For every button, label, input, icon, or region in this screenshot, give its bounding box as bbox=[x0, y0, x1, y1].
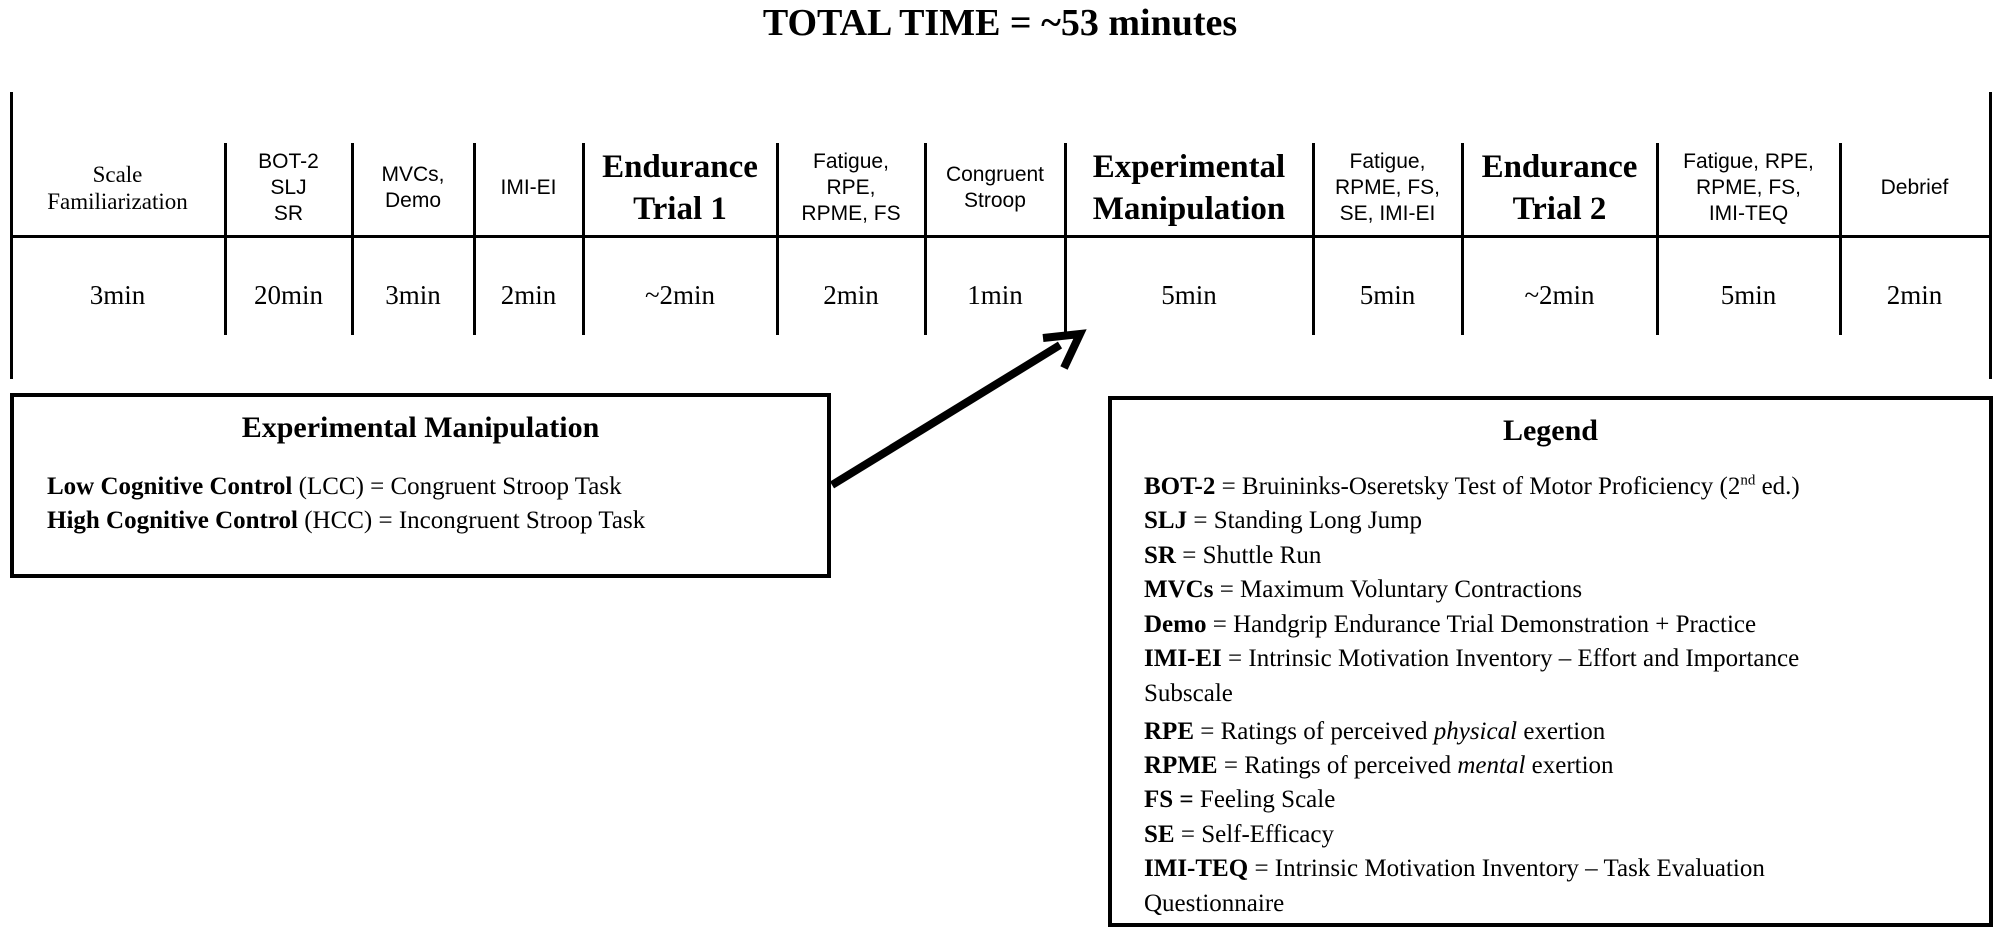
legend-item: Subscale bbox=[1144, 679, 1233, 707]
legend-item: Questionnaire bbox=[1144, 889, 1285, 917]
manipulation-title: Experimental Manipulation bbox=[241, 411, 600, 444]
timeline-step-header: Endurance Trial 2 bbox=[1481, 149, 1638, 227]
timeline-step-duration: 3min bbox=[89, 279, 146, 310]
timeline-end-bar bbox=[1989, 92, 1992, 379]
timeline-separator bbox=[1312, 143, 1315, 335]
timeline-step-header: MVCs, Demo bbox=[381, 163, 445, 212]
timeline-step-header: Fatigue, RPE, RPME, FS bbox=[801, 150, 901, 225]
timeline-step-header: Scale Familiarization bbox=[47, 162, 188, 214]
timeline-separator bbox=[1064, 143, 1067, 335]
timeline-step-duration: 5min bbox=[1720, 279, 1777, 310]
timeline-separator bbox=[1656, 143, 1659, 335]
timeline-step-duration: 20min bbox=[253, 279, 323, 310]
legend-item: FS = Feeling Scale bbox=[1144, 786, 1336, 813]
timeline-separator bbox=[473, 143, 476, 335]
timeline-step-header: Congruent Stroop bbox=[945, 163, 1045, 212]
manipulation-line-hcc: High Cognitive Control (HCC) = Incongrue… bbox=[47, 507, 646, 534]
timeline-step-duration: ~2min bbox=[644, 279, 716, 310]
legend-item: MVCs = Maximum Voluntary Contractions bbox=[1144, 576, 1583, 603]
timeline-separator bbox=[924, 143, 927, 335]
timeline-step-duration: 2min bbox=[500, 279, 557, 310]
timeline-step-duration: ~2min bbox=[1524, 279, 1595, 310]
timeline-separator bbox=[1839, 143, 1842, 335]
diagram-title: TOTAL TIME = ~53 minutes bbox=[762, 2, 1238, 44]
timeline-step-duration: 5min bbox=[1161, 279, 1217, 310]
timeline-separator bbox=[776, 143, 779, 335]
timeline-step-header: IMI-EI bbox=[500, 176, 557, 199]
timeline-start-bar bbox=[10, 92, 13, 379]
timeline-axis bbox=[10, 235, 1992, 238]
legend-item: IMI-TEQ = Intrinsic Motivation Inventory… bbox=[1144, 855, 1765, 882]
legend-item: SE = Self-Efficacy bbox=[1144, 820, 1334, 848]
legend-title: Legend bbox=[1502, 414, 1598, 447]
timeline-step-duration: 5min bbox=[1359, 279, 1416, 310]
legend-item-rpme: RPME = Ratings of perceived mental exert… bbox=[1144, 752, 1614, 779]
timeline-step-header: Debrief bbox=[1880, 176, 1949, 199]
timeline-step-duration: 1min bbox=[967, 279, 1023, 310]
timeline-separator bbox=[1461, 143, 1464, 335]
legend-item-rpe: RPE = Ratings of perceived physical exer… bbox=[1144, 718, 1606, 745]
manipulation-box: Experimental Manipulation Low Cognitive … bbox=[10, 393, 831, 578]
legend-item: Demo = Handgrip Endurance Trial Demonstr… bbox=[1144, 610, 1757, 638]
timeline-step-duration: 2min bbox=[1886, 279, 1943, 310]
timeline-separator bbox=[224, 143, 227, 335]
legend-item: SR = Shuttle Run bbox=[1144, 541, 1322, 569]
timeline-step-header: BOT-2 SLJ SR bbox=[258, 150, 319, 225]
timeline-step-header: Endurance Trial 1 bbox=[602, 149, 758, 227]
legend-item: SLJ = Standing Long Jump bbox=[1144, 507, 1423, 534]
timeline-step-duration: 3min bbox=[385, 279, 441, 310]
timeline-step-header: Experimental Manipulation bbox=[1092, 149, 1286, 227]
legend-item: IMI-EI = Intrinsic Motivation Inventory … bbox=[1144, 645, 1800, 672]
timeline-step-header: Fatigue, RPME, FS, SE, IMI-EI bbox=[1334, 150, 1440, 225]
timeline-separator bbox=[582, 143, 585, 335]
timeline-step-header: Fatigue, RPE, RPME, FS, IMI-TEQ bbox=[1683, 150, 1814, 225]
legend-item-bot2: BOT-2 = Bruininks-Oseretsky Test of Moto… bbox=[1144, 472, 1800, 500]
timeline-step-duration: 2min bbox=[823, 279, 879, 310]
manipulation-line-lcc: Low Cognitive Control (LCC) = Congruent … bbox=[47, 473, 622, 500]
legend-box: Legend BOT-2 = Bruininks-Oseretsky Test … bbox=[1108, 396, 1993, 927]
timeline-separator bbox=[351, 143, 354, 335]
